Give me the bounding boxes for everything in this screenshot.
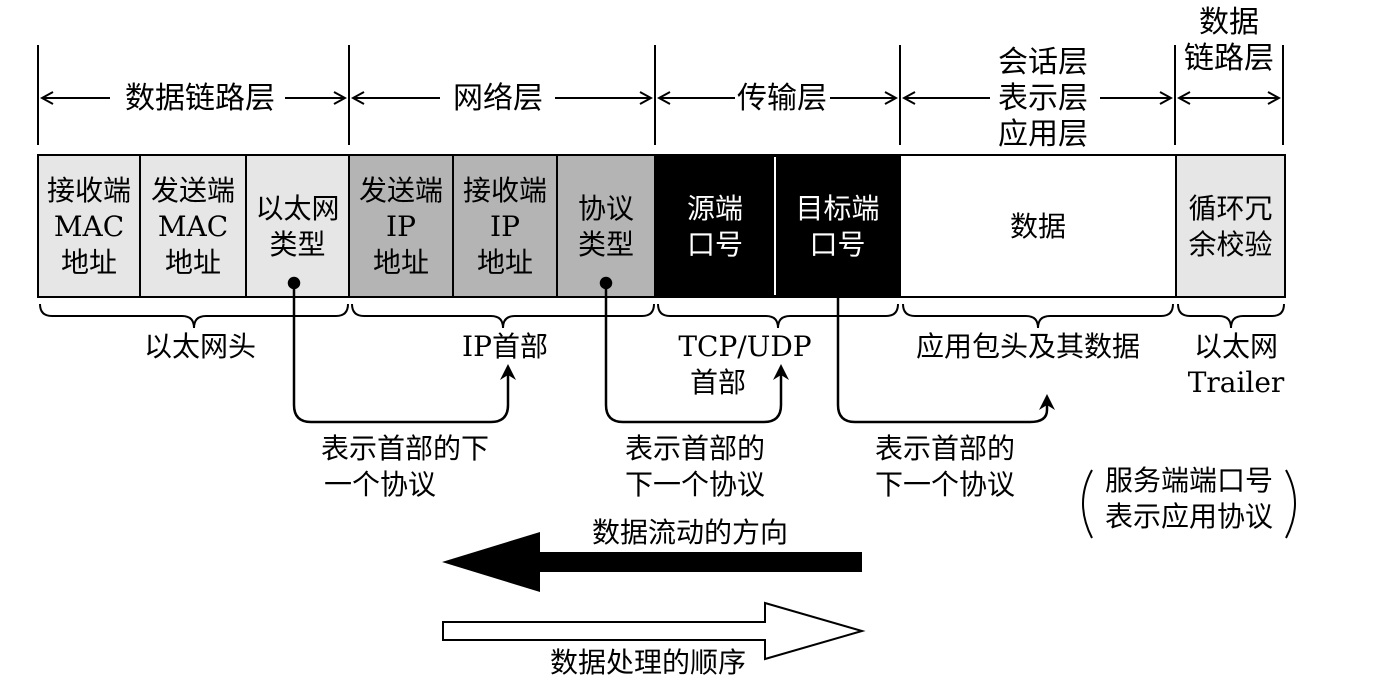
cell-bg-protocol-type	[556, 154, 656, 298]
layer-dividers	[37, 45, 1284, 145]
cell-text-dest-ip-1: IP	[490, 210, 520, 243]
cell-payload: 数据	[899, 154, 1177, 298]
cell-text-dest-ip-2: 地址	[477, 246, 533, 279]
cell-text-dest-mac-1: MAC	[54, 210, 124, 243]
layer-label-network: 网络层	[453, 81, 543, 116]
group-label-ip-header: IP首部	[462, 330, 548, 363]
layer-label-presentation: 表示层	[998, 81, 1088, 116]
note-server-port-line2: 表示应用协议	[1105, 500, 1273, 533]
cell-text-dest-port-1: 口号	[809, 228, 865, 261]
note-next-protocol-1-line2: 一个协议	[324, 468, 436, 501]
cell-text-crc-1: 余校验	[1188, 228, 1272, 261]
layer-label-datalink-right-line1: 数据	[1199, 5, 1259, 40]
cell-bg-src-mac	[139, 154, 247, 298]
cell-text-payload-0: 数据	[1010, 210, 1066, 243]
cell-text-src-ip-0: 发送端	[359, 174, 443, 207]
layer-label-session: 会话层	[998, 45, 1088, 80]
layer-label-application: 应用层	[998, 117, 1088, 152]
group-label-tcpudp-line2: 首部	[690, 366, 746, 399]
note-next-protocol-1-line1: 表示首部的下	[321, 432, 489, 465]
processing-order-label: 数据处理的顺序	[550, 646, 746, 679]
cell-bg-ethertype	[245, 154, 350, 298]
cell-text-ethertype-0: 以太网	[255, 192, 339, 225]
group-label-tcpudp-line1: TCP/UDP	[678, 330, 811, 363]
cell-text-protocol-type-1: 类型	[578, 228, 634, 261]
cell-text-src-mac-0: 发送端	[151, 174, 235, 207]
cell-text-dest-port-0: 目标端	[795, 192, 879, 225]
note-server-port-line1: 服务端端口号	[1105, 464, 1273, 497]
cell-text-src-ip-1: IP	[386, 210, 416, 243]
cell-bg-dest-port	[774, 154, 901, 298]
cell-text-ethertype-1: 类型	[269, 228, 325, 261]
group-braces	[39, 303, 1285, 329]
connector-ethertype-to-ip	[292, 283, 516, 424]
cell-text-protocol-type-0: 协议	[578, 192, 634, 225]
brace-app-data	[902, 303, 1174, 329]
cell-text-src-port-0: 源端	[687, 192, 743, 225]
next-protocol-connectors	[287, 276, 1055, 424]
cell-text-dest-mac-0: 接收端	[47, 174, 131, 207]
cell-bg-payload	[899, 154, 1177, 298]
note-next-protocol-2-line1: 表示首部的	[625, 432, 765, 465]
data-flow-arrow	[442, 532, 862, 592]
cell-text-crc-0: 循环冗	[1188, 192, 1272, 225]
flow-direction-label: 数据流动的方向	[592, 516, 788, 549]
frame-cells: 接收端MAC地址发送端MAC地址以太网类型发送端IP地址接收端IP地址协议类型源…	[37, 154, 1286, 298]
cell-text-src-mac-2: 地址	[165, 246, 221, 279]
note-next-protocol-2-line2: 下一个协议	[625, 468, 765, 501]
cell-text-dest-ip-0: 接收端	[463, 174, 547, 207]
cell-text-src-ip-2: 地址	[373, 246, 429, 279]
brace-tcpudp-header	[657, 303, 899, 329]
layer-label-session-presentation-application: 会话层 表示层 应用层	[998, 45, 1088, 152]
layer-label-transport: 传输层	[737, 81, 827, 116]
connector-port-to-app	[836, 290, 1055, 424]
note-next-protocol-3-line1: 表示首部的	[875, 432, 1015, 465]
paren-right	[1285, 469, 1296, 539]
connector-protocol-to-tcpudp	[604, 283, 789, 424]
brace-ip-header	[351, 303, 655, 329]
layer-label-datalink-right: 数据 链路层	[1184, 5, 1274, 76]
cell-bg-crc	[1175, 154, 1286, 298]
cell-bg-src-port	[654, 154, 776, 298]
brace-ethernet-trailer	[1177, 303, 1285, 329]
layer-label-datalink: 数据链路层	[125, 81, 275, 116]
processing-order-arrow	[442, 601, 866, 661]
paren-left	[1082, 469, 1093, 539]
cell-text-src-mac-1: MAC	[158, 210, 228, 243]
note-server-port: 服务端端口号 表示应用协议	[1082, 464, 1296, 539]
group-label-app-data: 应用包头及其数据	[916, 330, 1140, 363]
group-label-ethernet-trailer-line2: Trailer	[1188, 366, 1285, 399]
cell-bg-dest-mac	[37, 154, 141, 298]
group-label-ethernet-header: 以太网头	[144, 330, 256, 363]
cell-bg-src-ip	[348, 154, 454, 298]
note-next-protocol-3-line2: 下一个协议	[875, 468, 1015, 501]
brace-ethernet-header	[39, 303, 349, 329]
cell-text-dest-mac-2: 地址	[61, 246, 117, 279]
group-label-ethernet-trailer-line1: 以太网	[1194, 330, 1278, 363]
layer-label-datalink-right-line2: 链路层	[1184, 41, 1274, 76]
cell-text-src-port-1: 口号	[687, 228, 743, 261]
